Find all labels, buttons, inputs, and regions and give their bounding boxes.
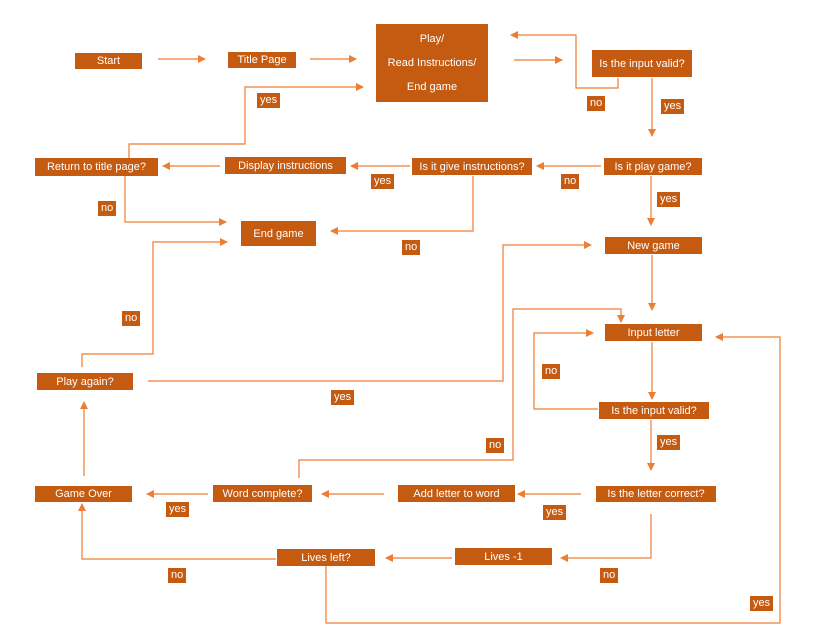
menu-line-instructions: Read Instructions/	[387, 57, 477, 69]
arrow-livesleft-no-to-gameover	[78, 503, 276, 560]
label-yes-word-complete: yes	[166, 502, 190, 517]
arrow-valid-no-to-input	[533, 329, 598, 410]
label-yes-return-to-menu: yes	[257, 93, 281, 108]
label-yes-play-game: yes	[657, 192, 681, 207]
menu-line-end: End game	[406, 81, 458, 93]
lives-minus-node: Lives -1	[455, 548, 552, 565]
arrow-playagain-yes-to-new	[148, 241, 592, 382]
arrow-valid-no-to-menu	[510, 31, 619, 89]
title-page-node: Title Page	[228, 52, 296, 68]
label-no-word-complete: no	[486, 438, 505, 453]
label-yes-lives-left: yes	[750, 596, 774, 611]
end-game-node: End game	[241, 221, 316, 246]
give-instructions-decision: Is it give instructions?	[412, 158, 532, 175]
game-over-node: Game Over	[35, 486, 132, 502]
label-no-play-game: no	[561, 174, 580, 189]
label-no-letter-valid: no	[542, 364, 561, 379]
arrow-return-yes-to-menu	[128, 83, 364, 158]
input-valid-menu-node: Is the input valid?	[592, 50, 692, 77]
arrow-word-no-to-input	[298, 308, 625, 478]
play-game-decision: Is it play game?	[604, 158, 702, 175]
label-no-play-again: no	[122, 311, 141, 326]
arrow-correct-no-to-lives	[560, 514, 652, 562]
label-no-letter-correct: no	[600, 568, 619, 583]
input-letter-node: Input letter	[605, 324, 702, 341]
menu-line-play: Play/	[419, 33, 445, 45]
menu-node: Play/ Read Instructions/ End game	[376, 24, 488, 102]
label-yes-letter-valid: yes	[657, 435, 681, 450]
start-node: Start	[75, 53, 142, 69]
word-complete-decision: Word complete?	[213, 485, 312, 502]
label-no-menu-valid: no	[587, 96, 606, 111]
label-no-give-instructions: no	[402, 240, 421, 255]
display-instructions-node: Display instructions	[225, 157, 346, 174]
label-no-return-title: no	[98, 201, 117, 216]
return-title-decision: Return to title page?	[35, 158, 158, 176]
label-yes-give-instructions: yes	[371, 174, 395, 189]
arrow-return-no-to-end	[124, 176, 227, 226]
arrow-playagain-no-to-end	[81, 238, 228, 367]
lives-left-decision: Lives left?	[277, 549, 375, 566]
new-game-node: New game	[605, 237, 702, 254]
input-valid-letter-decision: Is the input valid?	[599, 402, 709, 419]
label-yes-letter-correct: yes	[543, 505, 567, 520]
label-no-lives-left: no	[168, 568, 187, 583]
play-again-decision: Play again?	[37, 373, 133, 390]
arrow-livesleft-yes-to-input	[325, 333, 781, 624]
add-letter-node: Add letter to word	[398, 485, 515, 502]
label-yes-play-again: yes	[331, 390, 355, 405]
arrow-instr-no-to-end	[330, 176, 474, 235]
letter-correct-decision: Is the letter correct?	[596, 486, 716, 502]
label-yes-menu-valid: yes	[661, 99, 685, 114]
